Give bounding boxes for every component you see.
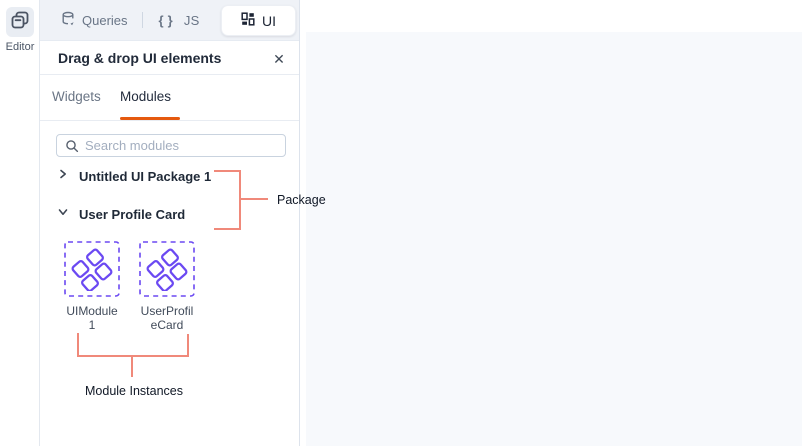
module-card-userprofilecard[interactable] — [139, 241, 195, 297]
package-bracket-line — [239, 170, 241, 230]
canvas-artboard[interactable] — [306, 32, 802, 446]
panel-title: Drag & drop UI elements — [58, 49, 222, 66]
dashed-border — [139, 241, 195, 297]
module-instance-name: UserProfileCard — [140, 304, 194, 332]
search-input[interactable] — [85, 138, 270, 153]
tab-queries[interactable]: Queries — [61, 11, 128, 29]
active-tab-underline — [120, 117, 180, 120]
package-name: Untitled UI Package 1 — [79, 168, 212, 184]
chevron-right-icon — [56, 167, 70, 186]
database-icon — [61, 11, 76, 29]
module-instances-bracket-line — [187, 334, 189, 357]
module-instance-name: UIModule 1 — [66, 304, 118, 332]
module-instances-bracket-line — [77, 355, 189, 357]
editor-rail: Editor — [0, 0, 40, 446]
braces-icon: { } — [158, 12, 173, 28]
tab-ui-label: UI — [262, 12, 276, 29]
module-search — [56, 134, 286, 157]
tab-js[interactable]: { } JS — [159, 13, 200, 28]
app-canvas[interactable] — [301, 0, 802, 446]
grid-layout-icon — [241, 12, 255, 29]
package-row-untitled[interactable]: Untitled UI Package 1 — [56, 166, 211, 186]
tab-widgets[interactable]: Widgets — [52, 89, 101, 104]
module-diamonds-icon — [146, 248, 188, 291]
panel-header: Drag & drop UI elements ✕ — [40, 41, 299, 75]
package-row-user-profile-card[interactable]: User Profile Card — [56, 204, 185, 224]
search-icon — [66, 139, 79, 152]
entity-explorer-panel: Queries { } JS UI Drag & drop UI element… — [40, 0, 300, 446]
package-name: User Profile Card — [79, 206, 186, 222]
close-icon[interactable]: ✕ — [273, 50, 285, 67]
tab-ui[interactable]: UI — [221, 5, 296, 36]
module-instances-bracket-line — [131, 357, 133, 377]
editor-rail-button[interactable] — [6, 7, 34, 37]
package-annotation-label: Package — [277, 193, 326, 207]
module-card-uimodule1[interactable] — [64, 241, 120, 297]
editor-pages-icon — [10, 10, 30, 35]
chevron-down-icon — [56, 205, 70, 224]
module-diamonds-icon — [71, 248, 113, 291]
tab-js-label: JS — [183, 12, 200, 28]
widget-module-tabs: Widgets Modules — [40, 75, 299, 121]
module-instances-annotation-label: Module Instances — [85, 384, 183, 398]
segmented-divider — [141, 12, 143, 28]
editor-rail-label: Editor — [5, 41, 35, 53]
package-bracket-line — [214, 228, 241, 230]
tab-queries-label: Queries — [82, 12, 128, 28]
dashed-border — [64, 241, 120, 297]
tab-modules[interactable]: Modules — [120, 89, 172, 104]
module-instances-bracket-line — [77, 333, 79, 357]
package-bracket-line — [241, 198, 268, 200]
segmented-control: Queries { } JS UI — [40, 0, 299, 41]
package-bracket-line — [214, 170, 241, 172]
